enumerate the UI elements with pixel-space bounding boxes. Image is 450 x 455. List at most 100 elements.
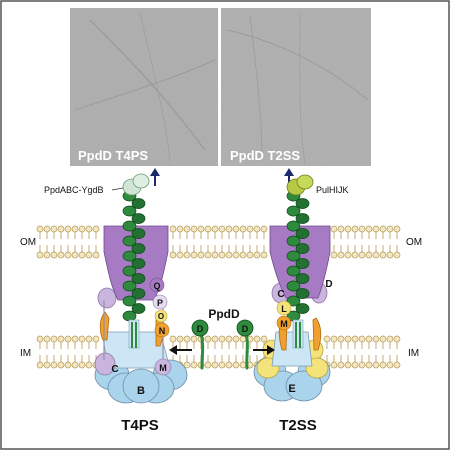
pilin-subunit <box>131 288 146 299</box>
lipid-head <box>365 361 373 369</box>
up-arrow-left <box>150 168 160 186</box>
lipid-head <box>183 225 191 233</box>
lipid-head <box>50 225 58 233</box>
pilus-filament-right <box>286 190 310 349</box>
lipid-head <box>365 335 373 343</box>
lipid-head <box>57 251 65 259</box>
t2ss-title: T2SS <box>279 417 317 434</box>
lipid-head <box>330 225 338 233</box>
lipid-head <box>365 225 373 233</box>
pilus-base <box>128 319 140 349</box>
pilin-subunit <box>286 235 301 247</box>
pilin-subunit <box>122 220 137 232</box>
lipid-head <box>218 361 226 369</box>
lipid-head <box>204 361 212 369</box>
lipid-head <box>337 225 345 233</box>
lipid-head <box>71 361 79 369</box>
lipid-head <box>358 335 366 343</box>
lipid-head <box>176 225 184 233</box>
pilin-subunit <box>131 303 146 314</box>
lipid-head <box>330 335 338 343</box>
im-label-left: IM <box>20 348 31 359</box>
om-label-left: OM <box>20 237 36 248</box>
lipid-head <box>43 225 51 233</box>
lipid-head <box>253 251 261 259</box>
lipid-head <box>85 251 93 259</box>
pilin-subunit <box>286 205 301 217</box>
lipid-head <box>71 225 79 233</box>
lipid-head <box>386 361 394 369</box>
lipid-head <box>351 225 359 233</box>
lipid-head <box>218 251 226 259</box>
lipid-head <box>232 251 240 259</box>
lipid-head <box>239 361 247 369</box>
lipid-head <box>386 225 394 233</box>
subunit-m-right: M <box>280 319 288 329</box>
lipid-head <box>64 361 72 369</box>
pilin-subunit <box>286 220 301 232</box>
pilin-letter-right: D <box>242 324 249 334</box>
pilin-subunit <box>122 265 137 277</box>
lipid-head <box>36 361 44 369</box>
lipid-head <box>57 335 65 343</box>
im-label-right: IM <box>408 348 419 359</box>
lipid-head <box>78 225 86 233</box>
pilin-left: D <box>191 319 209 370</box>
lipid-head <box>351 335 359 343</box>
pilin-name-label: PpdD <box>208 307 240 321</box>
lipid-head <box>372 225 380 233</box>
tip-label-left: PpdABC-YgdB <box>44 185 104 195</box>
lipid-head <box>260 335 268 343</box>
lipid-head <box>232 225 240 233</box>
lipid-head <box>176 251 184 259</box>
lipid-head <box>57 361 65 369</box>
lipid-head <box>64 335 72 343</box>
micrograph-right: PpdD T2SS <box>221 8 371 166</box>
lipid-head <box>225 335 233 343</box>
pilus-filament-left <box>122 190 146 349</box>
lipid-head <box>36 335 44 343</box>
lipid-head <box>218 225 226 233</box>
om-label-right: OM <box>406 237 422 248</box>
lipid-head <box>379 251 387 259</box>
lipid-head <box>169 251 177 259</box>
right-panel-caption: PpdD T2SS <box>230 148 300 163</box>
arrow-to-t4ps <box>169 345 192 355</box>
lipid-head <box>190 361 198 369</box>
right-subunit-labels: D C L M E <box>276 279 333 395</box>
pilin-subunit <box>122 250 137 262</box>
lipid-head <box>50 361 58 369</box>
pilin-subunit <box>131 243 146 254</box>
lipid-head <box>239 251 247 259</box>
lipid-head <box>204 251 212 259</box>
lipid-head <box>64 251 72 259</box>
pilin-subunit <box>295 228 310 239</box>
lipid-head <box>183 335 191 343</box>
left-panel-caption: PpdD T4PS <box>78 148 148 163</box>
lipid-head <box>211 225 219 233</box>
lipid-head <box>372 251 380 259</box>
pilin-subunit <box>286 250 301 262</box>
pilin-subunit <box>295 288 310 299</box>
lipid-head <box>372 361 380 369</box>
subunit-q: Q <box>153 281 160 291</box>
lipid-head <box>239 225 247 233</box>
lipid-head <box>358 361 366 369</box>
lipid-head <box>197 225 205 233</box>
lipid-head <box>372 335 380 343</box>
subunit-c-right: C <box>277 289 284 300</box>
lipid-head <box>190 251 198 259</box>
lipid-head <box>64 225 72 233</box>
lipid-head <box>253 335 261 343</box>
lipid-head <box>260 225 268 233</box>
lipid-head <box>365 251 373 259</box>
lipid-head <box>211 361 219 369</box>
lipid-head <box>71 251 79 259</box>
lipid-head <box>393 361 401 369</box>
lipid-head <box>190 225 198 233</box>
lipid-head <box>43 335 51 343</box>
pilin-subunit <box>131 273 146 284</box>
lipid-head <box>78 335 86 343</box>
pilin-subunit <box>286 280 301 292</box>
